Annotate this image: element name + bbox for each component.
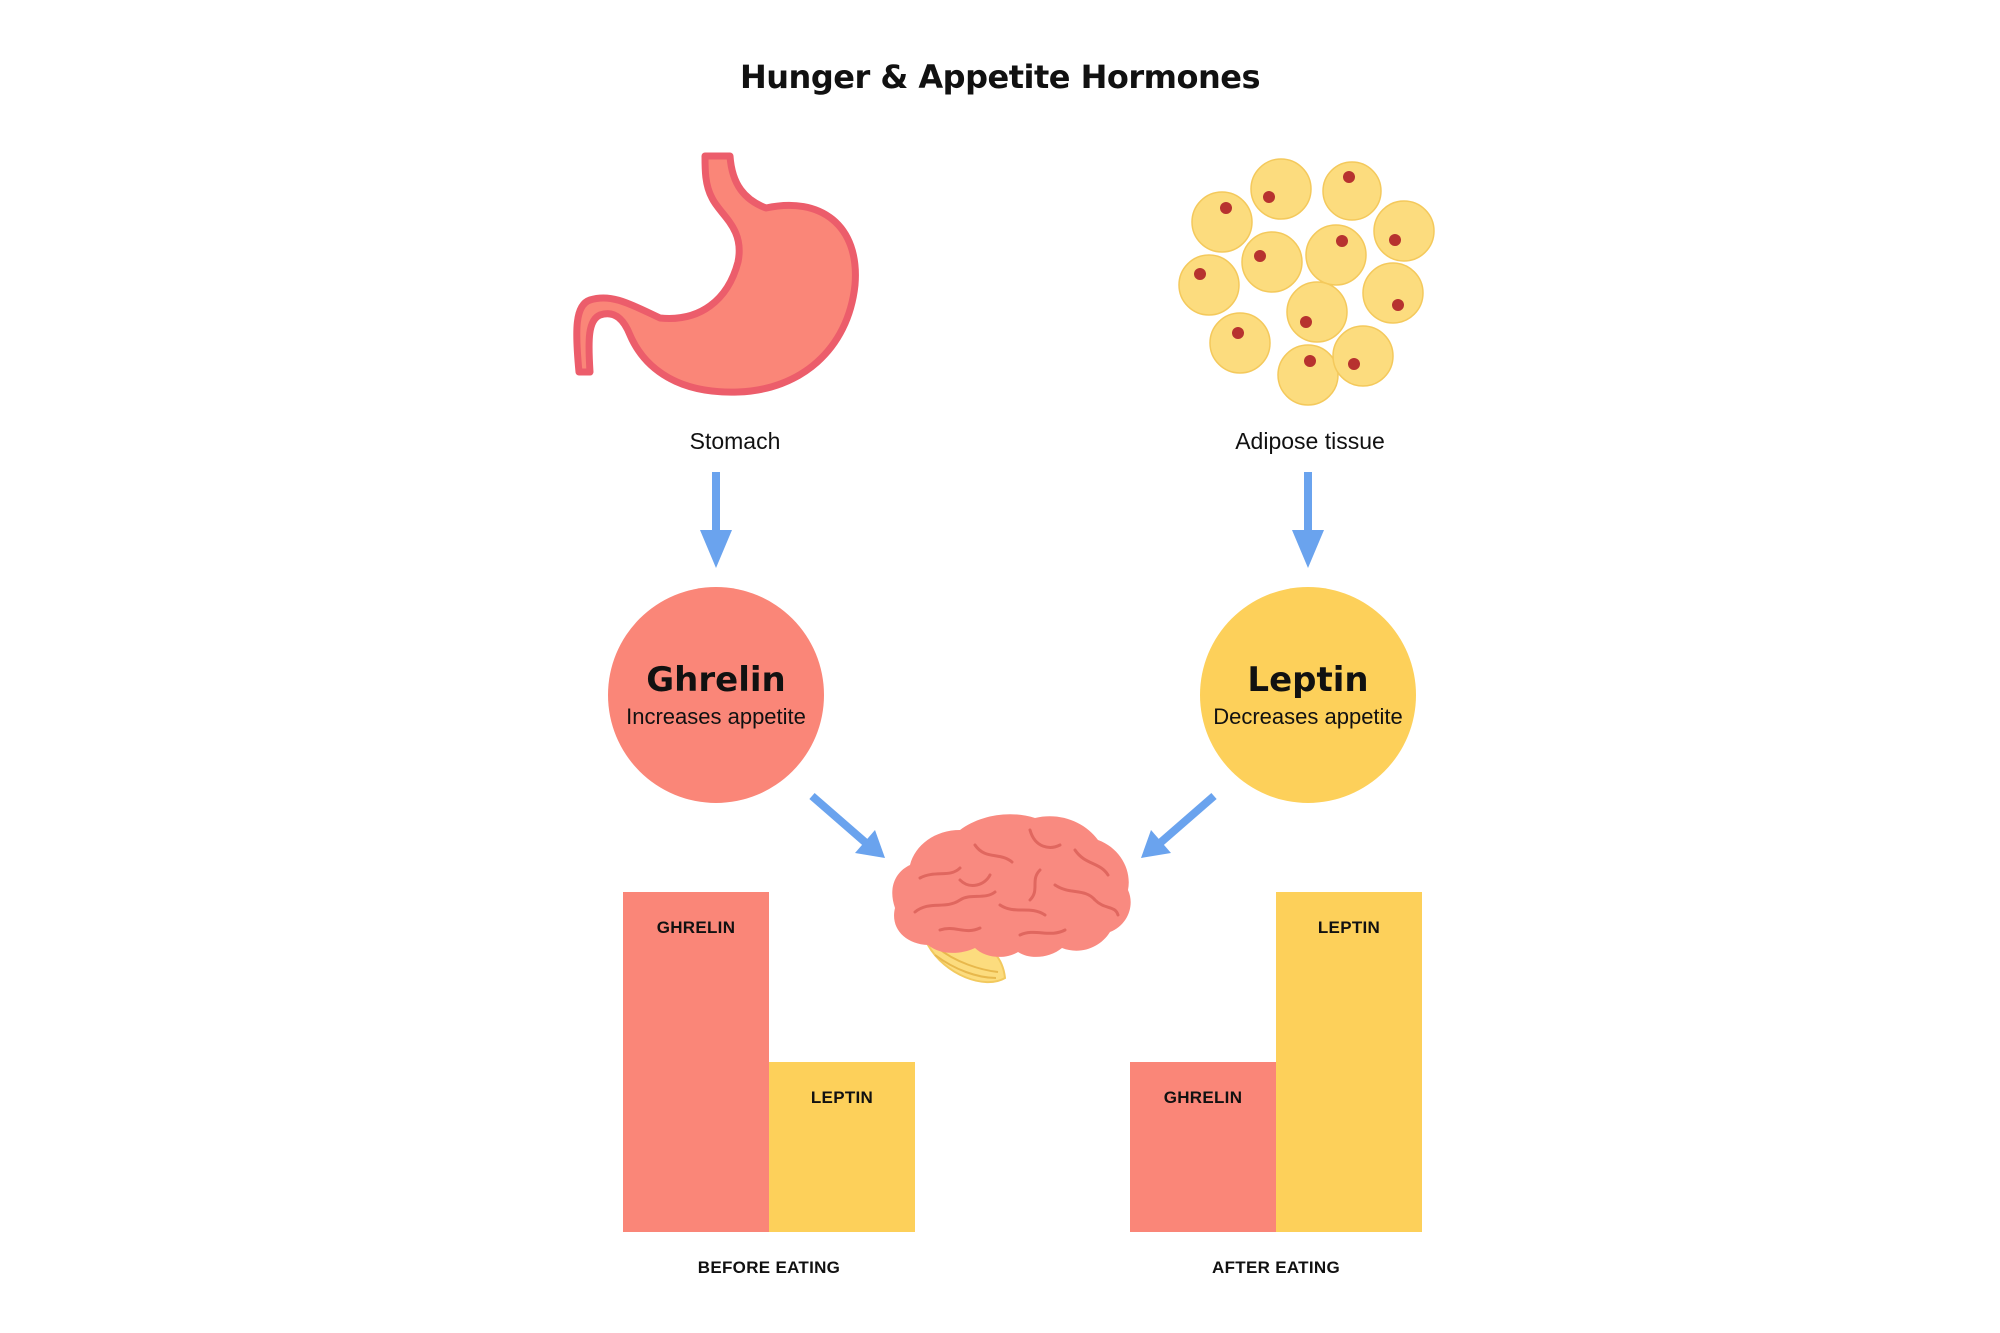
arrow-ghrelin-to-brain <box>809 792 869 847</box>
arrow-leptin-to-brain <box>1157 792 1217 847</box>
arrowhead-icon <box>1141 830 1171 858</box>
stomach-label: Stomach <box>689 428 781 454</box>
arrowhead-icon <box>700 530 732 568</box>
bar-leptin: LEPTIN <box>1276 892 1422 1232</box>
fat-cell <box>1373 200 1435 262</box>
fat-cell <box>1209 312 1271 374</box>
bar-ghrelin: GHRELIN <box>1130 1062 1276 1232</box>
fat-cell <box>1362 262 1424 324</box>
fat-cell <box>1332 325 1394 387</box>
bar-ghrelin: GHRELIN <box>623 892 769 1232</box>
adipose-tissue-label: Adipose tissue <box>1235 428 1385 454</box>
fat-cell <box>1277 344 1339 406</box>
ghrelin-name: Ghrelin <box>646 660 786 700</box>
fat-cell <box>1286 281 1348 343</box>
fat-cell <box>1250 158 1312 220</box>
ghrelin-circle: Ghrelin Increases appetite <box>608 587 824 803</box>
bar-label: LEPTIN <box>810 1088 874 1107</box>
bar-leptin: LEPTIN <box>769 1062 915 1232</box>
ghrelin-effect: Increases appetite <box>626 704 806 729</box>
leptin-effect: Decreases appetite <box>1213 704 1403 729</box>
page-title: Hunger & Appetite Hormones <box>739 58 1261 96</box>
fat-cell <box>1305 224 1367 286</box>
leptin-name: Leptin <box>1247 660 1369 700</box>
fat-cell <box>1241 231 1303 293</box>
chart-title: AFTER EATING <box>1212 1258 1340 1277</box>
bar-label: LEPTIN <box>1317 918 1381 937</box>
leptin-circle: Leptin Decreases appetite <box>1200 587 1416 803</box>
fat-cell <box>1322 161 1382 221</box>
fat-cell <box>1178 254 1240 316</box>
chart-title: BEFORE EATING <box>697 1258 841 1277</box>
arrowhead-icon <box>1292 530 1324 568</box>
bar-label: GHRELIN <box>1163 1088 1243 1107</box>
fat-cell <box>1191 191 1253 253</box>
bar-label: GHRELIN <box>656 918 736 937</box>
arrowhead-icon <box>855 830 885 858</box>
